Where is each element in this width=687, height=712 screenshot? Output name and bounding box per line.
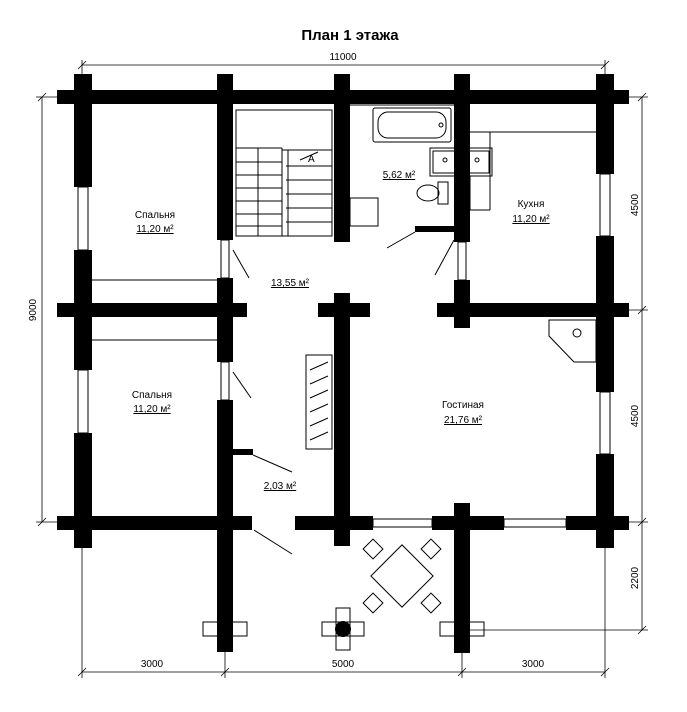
toilet [416, 181, 449, 205]
dim-right-porch: 2200 [630, 566, 641, 589]
dim-bottom-left: 3000 [141, 659, 164, 670]
room-hall-area: 13,55 м² [271, 278, 310, 289]
dimension-lines [36, 60, 648, 678]
dim-right-upper: 4500 [630, 193, 641, 216]
dim-top-total: 11000 [329, 52, 357, 63]
room-living-name: Гостиная [442, 400, 484, 411]
room-kitchen-name: Кухня [518, 199, 545, 210]
dim-right-lower: 4500 [630, 404, 641, 427]
bathtub [372, 107, 452, 143]
room-bedroom-top-area: 11,20 м² [136, 224, 174, 235]
room-bedroom-bottom-name: Спальня [132, 390, 172, 401]
room-living-area: 21,76 м² [444, 415, 483, 426]
shelving [305, 354, 333, 450]
room-bathroom-area: 5,62 м² [383, 170, 416, 181]
bath-cabinet [349, 197, 379, 227]
stove [548, 319, 597, 363]
windows [77, 173, 611, 528]
stairs-marker: A [308, 154, 315, 165]
room-bedroom-bottom-area: 11,20 м² [133, 404, 171, 415]
partitions [92, 104, 596, 555]
dim-left-total: 9000 [28, 298, 39, 321]
porch-table [362, 538, 442, 614]
dim-bottom-right: 3000 [522, 659, 545, 670]
porch [202, 547, 485, 651]
room-closet-area: 2,03 м² [264, 481, 297, 492]
plan-title: План 1 этажа [301, 27, 399, 44]
dim-bottom-middle: 5000 [332, 659, 355, 670]
kitchen-sink [429, 132, 493, 211]
staircase [235, 109, 333, 237]
walls [57, 74, 629, 653]
room-bedroom-top-name: Спальня [135, 210, 175, 221]
room-kitchen-area: 11,20 м² [512, 214, 550, 225]
